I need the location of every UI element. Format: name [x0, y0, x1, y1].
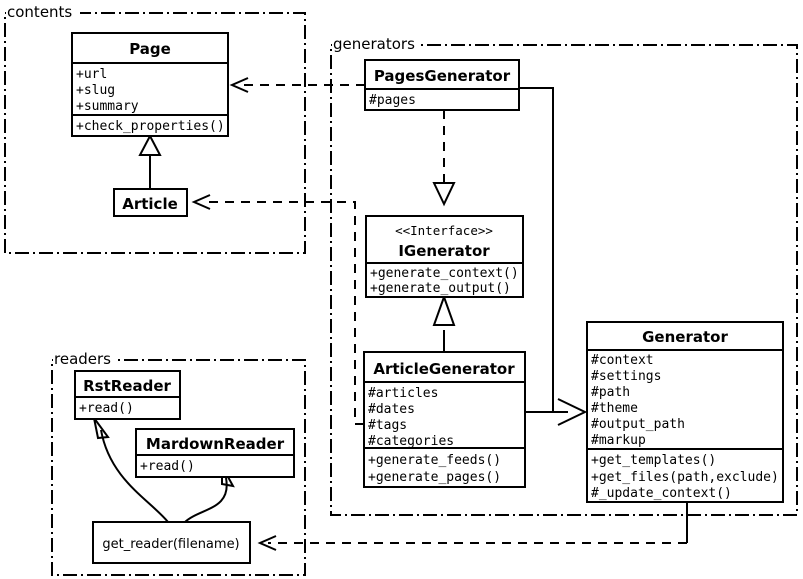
relation-pagesgenerator-depends-page — [229, 77, 365, 93]
class-pages-generator-title: PagesGenerator — [374, 67, 511, 85]
class-mardown-reader[interactable]: MardownReader +read() — [135, 428, 295, 478]
class-generator-attribute: #theme — [591, 401, 638, 416]
class-generator-attribute: #settings — [591, 369, 661, 384]
function-get-reader-label: get_reader(filename) — [102, 537, 239, 552]
class-mardown-reader-title: MardownReader — [146, 435, 285, 453]
package-readers-label: readers — [54, 350, 111, 368]
package-contents-border — [4, 12, 306, 254]
class-generator[interactable]: Generator #context #settings #path #them… — [586, 321, 784, 503]
class-page[interactable]: Page +url +slug +summary +check_properti… — [71, 32, 229, 137]
class-rst-reader-title: RstReader — [83, 377, 171, 395]
class-page-attribute: +url — [76, 67, 107, 82]
relation-generator-depends-getreader — [257, 502, 688, 551]
class-igenerator-method: +generate_context() — [370, 266, 519, 281]
relation-pagesgenerator-aggregated-generator — [519, 87, 568, 413]
class-generator-attribute: #output_path — [591, 417, 685, 432]
class-generator-attribute: #path — [591, 385, 630, 400]
class-article-generator-box — [363, 351, 526, 488]
class-igenerator-method: +generate_output() — [370, 281, 511, 296]
class-article-box — [113, 188, 188, 217]
class-mardown-reader-method: +read() — [140, 459, 195, 474]
class-igenerator-box — [365, 215, 524, 298]
class-pages-generator[interactable]: PagesGenerator #pages — [364, 59, 520, 111]
class-mardown-reader-box — [135, 428, 295, 478]
class-generator-attribute: #context — [591, 353, 654, 368]
class-igenerator[interactable]: <<Interface>> IGenerator +generate_conte… — [365, 215, 524, 298]
class-article-generator-method: +generate_feeds() — [368, 453, 501, 468]
relation-article-inherits-page — [138, 133, 162, 189]
class-generator-title: Generator — [642, 328, 728, 346]
class-article-generator-attribute: #tags — [368, 418, 407, 433]
class-pages-generator-attribute: #pages — [369, 93, 416, 108]
class-page-method: +check_properties() — [76, 119, 225, 134]
class-page-box — [71, 32, 229, 137]
class-article-title: Article — [122, 195, 178, 213]
package-generators: generators — [330, 35, 798, 516]
package-contents-label-bg — [6, 4, 80, 21]
class-article-generator-attribute: #dates — [368, 402, 415, 417]
class-igenerator-stereotype: <<Interface>> — [395, 223, 493, 238]
package-contents-label: contents — [7, 3, 72, 21]
class-rst-reader-method: +read() — [79, 401, 134, 416]
class-article-generator-title: ArticleGenerator — [373, 360, 515, 378]
function-get-reader[interactable]: get_reader(filename) — [92, 521, 251, 564]
class-rst-reader[interactable]: RstReader +read() — [74, 370, 181, 420]
function-get-reader-box — [92, 521, 251, 564]
class-article-generator[interactable]: ArticleGenerator #articles #dates #tags … — [363, 351, 526, 488]
relation-articlegenerator-inherits-igenerator — [432, 294, 456, 352]
package-generators-border — [330, 44, 798, 516]
class-generator-box — [586, 321, 784, 503]
class-generator-method: +get_templates() — [591, 453, 716, 468]
class-page-attribute: +summary — [76, 99, 139, 114]
package-readers: readers — [51, 350, 306, 576]
class-igenerator-title: IGenerator — [398, 242, 490, 260]
package-contents: contents — [4, 3, 306, 254]
package-generators-label: generators — [333, 35, 415, 53]
class-generator-attribute: #markup — [591, 433, 646, 448]
package-readers-label-bg — [53, 351, 117, 368]
class-article[interactable]: Article — [113, 188, 188, 217]
class-article-generator-attribute: #articles — [368, 386, 438, 401]
class-page-attribute: +slug — [76, 83, 115, 98]
relation-articlegenerator-depends-article — [191, 194, 364, 425]
relation-getreader-returns-rstreader — [93, 417, 169, 523]
package-readers-border — [51, 359, 306, 576]
package-generators-label-bg — [332, 36, 418, 53]
class-generator-method: +get_files(path,exclude) — [591, 470, 779, 485]
class-rst-reader-box — [74, 370, 181, 420]
relation-articlegenerator-aggregated-generator — [525, 398, 588, 426]
class-page-title: Page — [129, 40, 171, 58]
relation-pagesgenerator-realizes-igenerator — [432, 110, 456, 207]
class-pages-generator-box — [364, 59, 520, 111]
class-article-generator-method: +generate_pages() — [368, 470, 501, 485]
class-article-generator-attribute: #categories — [368, 434, 454, 449]
class-generator-method: #_update_context() — [591, 486, 732, 501]
